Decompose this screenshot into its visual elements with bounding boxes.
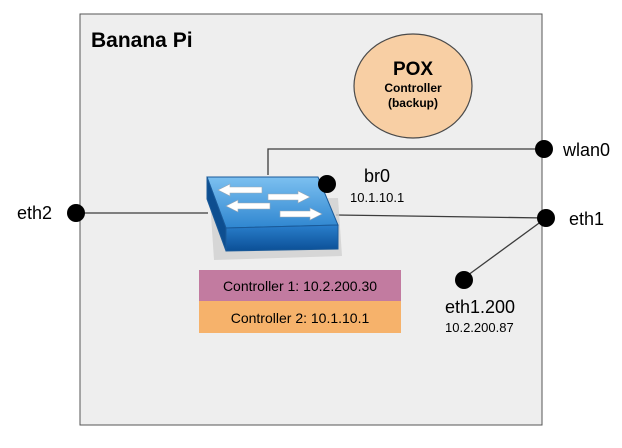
port-dot-wlan0[interactable]	[535, 140, 553, 158]
network-switch-icon	[206, 176, 342, 260]
connection-lines	[76, 148, 547, 279]
eth2-label: eth2	[17, 203, 53, 223]
eth1-200-label: eth1.200	[445, 297, 516, 317]
controller-2-label: Controller 2: 10.1.10.1	[230, 309, 370, 326]
controller-1-label: Controller 1: 10.2.200.30	[222, 277, 378, 294]
br0-label: br0	[364, 166, 391, 186]
controller-1-bg	[199, 270, 401, 301]
port-dot-br0[interactable]	[318, 175, 336, 193]
br0-ip: 10.1.10.1	[350, 190, 405, 205]
port-dot-eth1-200[interactable]	[455, 271, 473, 289]
pox-controller-node	[353, 33, 473, 139]
eth1-label: eth1	[569, 209, 605, 229]
link-switch-wlan0	[267, 148, 544, 175]
wlan0-label: wlan0	[563, 140, 611, 160]
port-dot-eth1[interactable]	[537, 209, 555, 227]
board-title: Banana Pi	[91, 29, 193, 52]
controller-2-bg	[199, 301, 401, 333]
link-eth1-eth1200	[463, 217, 547, 279]
eth1-200-ip: 10.2.200.87	[445, 320, 514, 335]
port-dot-eth2[interactable]	[67, 204, 85, 222]
link-switch-eth1	[335, 214, 547, 219]
